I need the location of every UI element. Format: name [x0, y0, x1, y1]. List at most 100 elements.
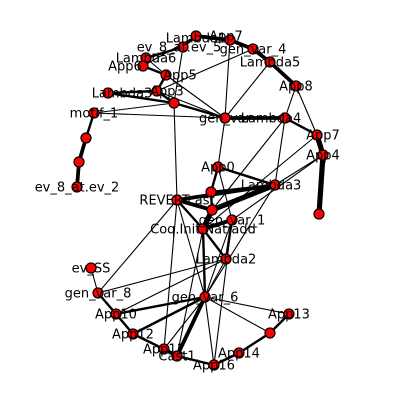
node-gen_var_4[interactable]: [247, 43, 259, 55]
edge-lambda4-lambda3: [274, 117, 286, 186]
node-app3[interactable]: [151, 85, 163, 97]
node-lambda2[interactable]: [220, 253, 232, 265]
edge-gen_var_6-app16: [204, 296, 215, 366]
node-label-app7_top: App7: [209, 30, 243, 45]
node-label-app6: App6: [108, 60, 142, 75]
node-coq[interactable]: [197, 223, 209, 235]
edge-lambda2-gen_var_8: [97, 258, 227, 294]
edge-gen_var_4-app3: [156, 48, 254, 92]
node-label-lambda3: Lambda3: [241, 179, 302, 194]
node-label-gen_var_6: gen_var_6: [172, 291, 239, 306]
node-label-coq: Coq.Init.Nat.add: [150, 223, 256, 238]
node-ev_8_at_ev_2[interactable]: [71, 181, 83, 193]
edge-revert-n_app0b: [175, 198, 214, 212]
node-label-app10: App10: [95, 308, 137, 323]
node-label-revert: REVERTcast: [139, 194, 214, 209]
edge-lambda_a-app3: [106, 89, 159, 95]
edge-app3-gen_var: [156, 90, 226, 119]
edge-gen_var_1-app16: [213, 219, 233, 366]
edge-app4-lambda3: [274, 154, 324, 186]
edge-app8-app7: [295, 85, 318, 136]
node-app7_top[interactable]: [224, 34, 236, 46]
node-label-motif_1: motif_1: [70, 107, 119, 122]
node-n_motif_a[interactable]: [80, 132, 92, 144]
node-label-lambda2: Lambda2: [196, 253, 257, 268]
node-lambda3[interactable]: [269, 179, 281, 191]
node-label-app14: App14: [218, 347, 260, 362]
node-app4[interactable]: [317, 149, 329, 161]
edge-gen_var_6-app13: [204, 296, 290, 315]
edge-n_ring1-revert: [173, 102, 178, 201]
node-gen_var_8[interactable]: [92, 287, 104, 299]
node-n_lone[interactable]: [313, 208, 325, 220]
node-label-app7: App7: [306, 129, 340, 144]
node-label-app8: App8: [279, 80, 313, 95]
node-lambda4[interactable]: [279, 112, 291, 124]
edge-app4-n_lone: [316, 152, 326, 217]
node-n_app13b[interactable]: [264, 327, 276, 339]
node-app8[interactable]: [290, 80, 302, 92]
node-n_ring2[interactable]: [205, 186, 217, 198]
edge-coq-gen_var_6: [201, 227, 207, 299]
edge-app7-coq: [202, 134, 318, 230]
node-app10[interactable]: [110, 308, 122, 320]
node-label-app4: App4: [306, 149, 340, 164]
node-app16[interactable]: [208, 359, 220, 371]
edge-ev_8_at_ev_5-n_ring1: [173, 46, 184, 104]
node-label-app16: App16: [193, 359, 235, 374]
node-app14[interactable]: [233, 347, 245, 359]
node-gen_var_6[interactable]: [199, 291, 211, 303]
edge-gen_var-app0: [217, 117, 226, 168]
node-n_ring1[interactable]: [168, 97, 180, 109]
edge-lambda5-app8: [268, 60, 298, 88]
edge-n_ring2-lambda3: [209, 183, 277, 194]
edge-lambda5-gen_var: [224, 61, 271, 119]
node-lambda5[interactable]: [264, 56, 276, 68]
edge-app7_top-gen_var: [224, 39, 231, 119]
node-layer: [71, 30, 329, 371]
edge-lambda2-app10: [115, 258, 227, 315]
edge-lambda4-app7: [283, 116, 319, 137]
node-label-gen_var_4: gen_var_4: [220, 43, 287, 58]
edge-app14-n_app13b: [237, 331, 272, 355]
node-cast1[interactable]: [171, 350, 183, 362]
edge-motif_1-gen_var: [93, 112, 226, 119]
edge-coq-cast1: [176, 228, 204, 357]
node-app5[interactable]: [160, 69, 172, 81]
label-layer: Lambda1gen_var_4Lambda5App7ev_8_at.ev_5L…: [35, 30, 340, 374]
node-gen_var_1[interactable]: [226, 214, 238, 226]
edge-lambda3-gen_var_6: [204, 184, 276, 298]
node-ev_8_at_ev_5[interactable]: [177, 41, 189, 53]
node-gen_var[interactable]: [219, 112, 231, 124]
edge-layer: [75, 34, 326, 367]
edge-gen_var_6-app12: [131, 295, 207, 336]
edge-cast1-app16: [175, 354, 216, 367]
node-app0[interactable]: [212, 161, 224, 173]
node-lambda_a[interactable]: [102, 87, 114, 99]
node-motif_1[interactable]: [88, 107, 100, 119]
node-label-lambda5: Lambda5: [240, 56, 301, 71]
edge-app8-lambda4: [284, 85, 297, 119]
node-app12[interactable]: [127, 328, 139, 340]
edge-revert-gen_var_8: [97, 199, 178, 294]
node-label-app13: App13: [268, 308, 310, 323]
node-label-app11: App11: [143, 343, 185, 358]
node-n_app0b[interactable]: [206, 204, 218, 216]
node-revert[interactable]: [171, 194, 183, 206]
node-app13[interactable]: [283, 308, 295, 320]
node-label-ev_8_at_ev_2: ev_8_at.ev_2: [35, 181, 120, 196]
node-label-cast1: Cast1: [158, 350, 195, 365]
node-n_motif_b[interactable]: [73, 156, 85, 168]
node-app11[interactable]: [158, 343, 170, 355]
edge-motif_1-n_ring1: [93, 102, 175, 114]
edge-revert-gen_var_6: [176, 199, 206, 298]
node-app6[interactable]: [137, 60, 149, 72]
edge-ev_8_at_ev_5-lambda6: [144, 45, 185, 60]
node-label-app0: App0: [201, 161, 235, 176]
node-app7[interactable]: [311, 129, 323, 141]
node-ev_ss[interactable]: [85, 262, 97, 274]
edge-app6-lambda1: [142, 35, 197, 67]
edge-lambda1-app7_top: [194, 34, 232, 42]
edge-lambda3-n_app0b: [209, 182, 278, 213]
node-lambda1[interactable]: [190, 30, 202, 42]
